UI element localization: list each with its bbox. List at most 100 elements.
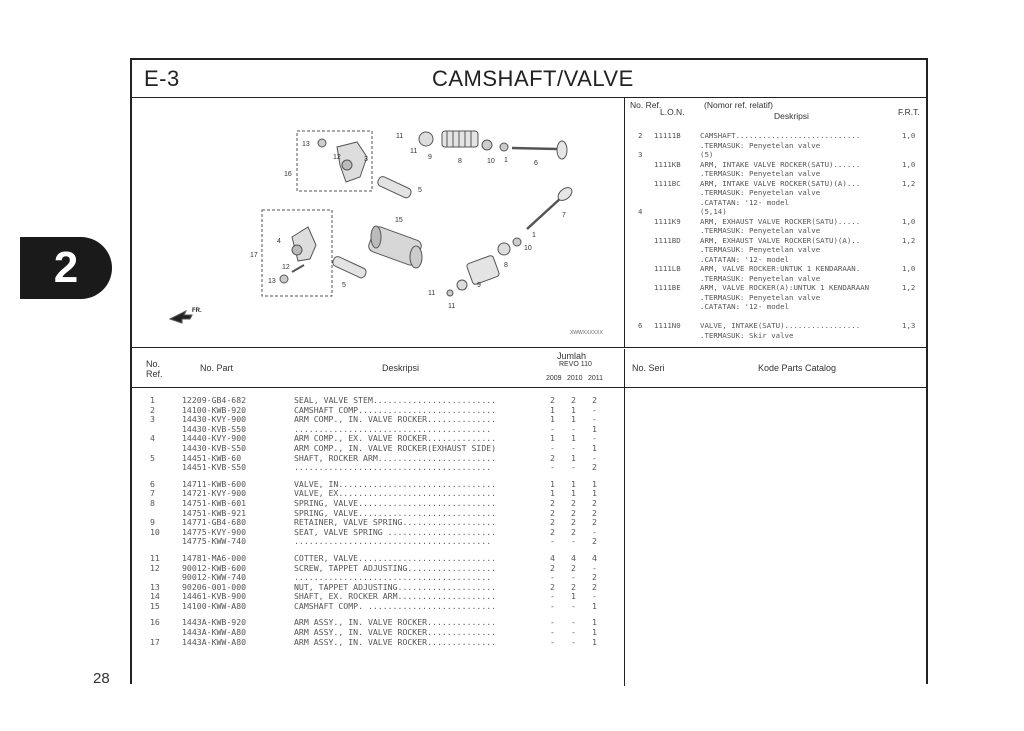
part-cell-ref: 12 bbox=[150, 562, 160, 573]
part-cell-part: 90012-KWW-740 bbox=[182, 572, 247, 583]
ref-cell-desc: .CATATAN: '12- model bbox=[700, 197, 789, 207]
quantity-cell: 1 bbox=[571, 404, 576, 415]
part-cell-part: 1443A-KWW-A80 bbox=[182, 636, 247, 647]
col-year-2009: 2009 bbox=[546, 375, 562, 382]
quantity-cell: 2 bbox=[550, 562, 555, 573]
quantity-cell: - bbox=[571, 536, 576, 547]
ref-cell-frt: 1,2 bbox=[902, 283, 916, 292]
ref-cell-lon: 11111B bbox=[654, 131, 681, 140]
chapter-number: 2 bbox=[53, 243, 79, 292]
ref-cell-frt: 1,2 bbox=[902, 235, 916, 245]
reference-row: .CATATAN: '12- model bbox=[624, 198, 926, 208]
part-cell-desc: SEAL, VALVE STEM........................… bbox=[294, 395, 497, 405]
ref-cell-frt: 1,0 bbox=[902, 159, 916, 169]
part-cell-desc: NUT, TAPPET ADJUSTING...................… bbox=[294, 581, 497, 592]
part-cell-desc: VALVE, IN...............................… bbox=[294, 478, 497, 489]
part-cell-part: 14451-KWB-60 bbox=[182, 452, 242, 463]
part-cell-ref: 13 bbox=[150, 581, 160, 592]
ref-cell-desc: .TERMASUK: Skir valve bbox=[700, 330, 794, 340]
ref-cell-desc: VALVE, INTAKE(SATU)................. bbox=[700, 321, 861, 330]
quantity-cell: 1 bbox=[550, 414, 555, 425]
svg-text:16: 16 bbox=[284, 171, 292, 178]
part-cell-part: 14751-KWB-921 bbox=[182, 507, 247, 518]
quantity-cell: 2 bbox=[592, 507, 597, 518]
reference-row: 2 11111B CAMSHAFT.........................… bbox=[624, 131, 926, 141]
quantity-cell: 2 bbox=[592, 395, 597, 405]
ref-desc-top-header: (Nomor ref. relatif) bbox=[704, 100, 773, 110]
svg-text:13: 13 bbox=[268, 278, 276, 285]
quantity-cell: 1 bbox=[592, 617, 597, 628]
part-cell-desc: ARM ASSY., IN. VALVE ROCKER.............… bbox=[294, 617, 497, 628]
svg-text:8: 8 bbox=[504, 262, 508, 269]
col-no-part: No. Part bbox=[200, 363, 234, 373]
part-cell-part: 90012-KWB-600 bbox=[182, 562, 247, 573]
part-cell-ref: 10 bbox=[150, 526, 160, 537]
quantity-cell: - bbox=[571, 462, 576, 473]
quantity-cell: 1 bbox=[571, 488, 576, 499]
svg-text:5: 5 bbox=[342, 282, 346, 289]
reference-table: No. Ref. L.O.N. (Nomor ref. relatif) Des… bbox=[624, 97, 926, 347]
part-cell-part: 1443A-KWB-920 bbox=[182, 617, 247, 628]
quantity-cell: - bbox=[592, 591, 597, 602]
ref-desc-header: Deskripsi bbox=[774, 111, 809, 121]
part-cell-part: 14781-MA6-000 bbox=[182, 552, 247, 563]
quantity-cell: - bbox=[550, 636, 555, 647]
part-cell-ref: 9 bbox=[150, 517, 155, 528]
ref-cell-desc: (5,14) bbox=[700, 207, 727, 216]
svg-text:9: 9 bbox=[477, 282, 481, 289]
part-cell-part: 14430-KVB-S50 bbox=[182, 442, 247, 453]
part-cell-part: 14461-KVB-900 bbox=[182, 591, 247, 602]
part-cell-ref: 16 bbox=[150, 617, 160, 628]
quantity-cell: 2 bbox=[592, 581, 597, 592]
part-cell-part: 14100-KWW-A80 bbox=[182, 600, 247, 611]
section-header: E-3 CAMSHAFT/VALVE bbox=[132, 60, 926, 98]
quantity-cell: - bbox=[571, 627, 576, 638]
part-cell-desc: ........................................ bbox=[294, 572, 492, 583]
svg-text:12: 12 bbox=[282, 264, 290, 271]
part-cell-ref: 1 bbox=[150, 395, 155, 405]
table-row: 16 1443A-KWB-920 ARM ASSY., IN. VALVE ROCK… bbox=[132, 618, 624, 628]
part-cell-desc: SCREW, TAPPET ADJUSTING.................… bbox=[294, 562, 497, 573]
ref-cell-desc: ARM, VALVE ROCKER(A):UNTUK 1 KENDARAAN bbox=[700, 283, 870, 292]
ref-cell-lon: 1111N0 bbox=[654, 321, 681, 330]
quantity-cell: - bbox=[592, 452, 597, 463]
ref-cell-ref: 2 bbox=[638, 131, 643, 140]
part-cell-part: 14771-GB4-680 bbox=[182, 517, 247, 528]
svg-text:11: 11 bbox=[396, 133, 403, 140]
quantity-cell: 2 bbox=[550, 526, 555, 537]
quantity-cell: 2 bbox=[550, 517, 555, 528]
col-no-seri: No. Seri bbox=[632, 363, 665, 373]
quantity-cell: 1 bbox=[571, 478, 576, 489]
part-cell-part: 90206-001-000 bbox=[182, 581, 247, 592]
reference-row: .TERMASUK: Penyetelan valve bbox=[624, 141, 926, 151]
part-cell-desc: VALVE, EX...............................… bbox=[294, 488, 497, 499]
ref-cell-frt: 1,0 bbox=[902, 216, 916, 226]
quantity-cell: 2 bbox=[550, 581, 555, 592]
quantity-cell: 4 bbox=[571, 552, 576, 563]
quantity-cell: 2 bbox=[592, 536, 597, 547]
ref-frt-header: F.R.T. bbox=[898, 107, 920, 117]
ref-no-header: No. Ref. bbox=[630, 100, 662, 110]
callout-13: 13 bbox=[302, 141, 310, 148]
part-cell-ref: 6 bbox=[150, 478, 155, 489]
fr-label: FR. bbox=[192, 308, 202, 314]
ref-cell-desc: CAMSHAFT............................ bbox=[700, 131, 861, 140]
quantity-cell: - bbox=[550, 442, 555, 453]
svg-text:17: 17 bbox=[250, 252, 258, 259]
quantity-cell: 2 bbox=[592, 517, 597, 528]
part-cell-desc: SEAT, VALVE SPRING .....................… bbox=[294, 526, 497, 537]
quantity-cell: - bbox=[550, 536, 555, 547]
part-cell-desc: SPRING, VALVE...........................… bbox=[294, 497, 497, 508]
quantity-cell: - bbox=[571, 572, 576, 583]
quantity-cell: 2 bbox=[571, 526, 576, 537]
part-cell-part: 14775-KWW-740 bbox=[182, 536, 247, 547]
ref-cell-desc: .TERMASUK: Penyetelan valve bbox=[700, 140, 821, 150]
svg-text:11: 11 bbox=[428, 290, 435, 297]
